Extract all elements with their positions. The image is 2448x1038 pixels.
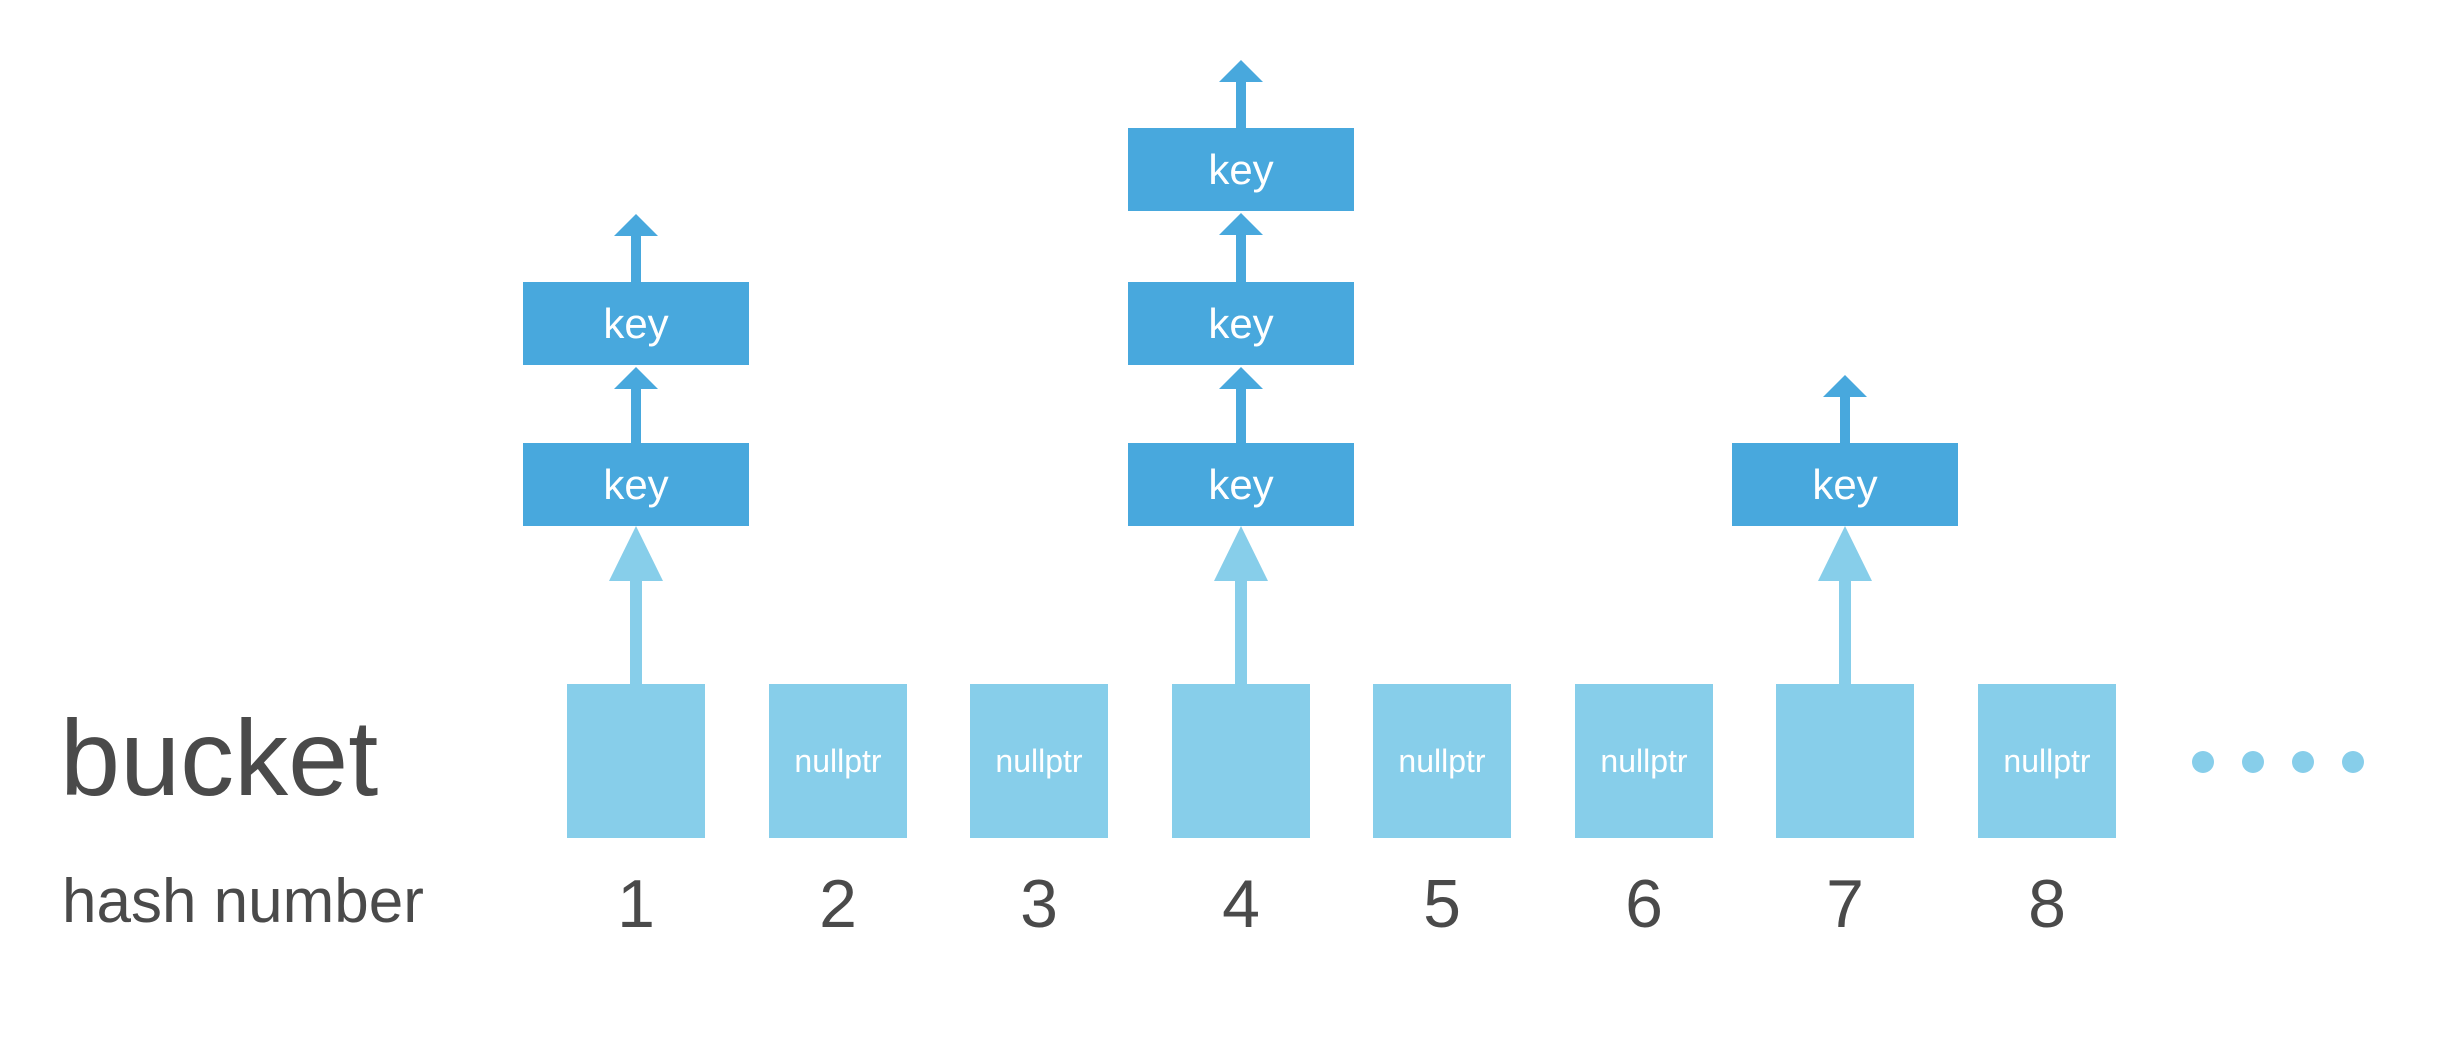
bucket-arrow-shaft bbox=[1235, 579, 1247, 684]
key-node: key bbox=[523, 443, 749, 526]
bucket-value: nullptr bbox=[995, 742, 1083, 779]
bucket-7 bbox=[1776, 684, 1914, 838]
bucket-5: nullptr bbox=[1373, 684, 1511, 838]
chain-arrow-shaft bbox=[1236, 388, 1246, 443]
hash-number-2: 2 bbox=[819, 866, 857, 942]
chain-arrow-head bbox=[1823, 375, 1867, 397]
chain-arrow-shaft bbox=[631, 235, 641, 282]
key-node: key bbox=[1128, 282, 1354, 365]
hash-number-3: 3 bbox=[1020, 866, 1058, 942]
bucket-arrow-shaft bbox=[1839, 579, 1851, 684]
hash-number-1: 1 bbox=[617, 866, 655, 942]
bucket-arrow-head bbox=[609, 526, 663, 581]
bucket-arrow-head bbox=[1818, 526, 1872, 581]
continuation-dot bbox=[2292, 751, 2314, 773]
hash-number-7: 7 bbox=[1826, 866, 1864, 942]
hash-number-8: 8 bbox=[2028, 866, 2066, 942]
key-node: key bbox=[523, 282, 749, 365]
bucket-value: nullptr bbox=[794, 742, 882, 779]
bucket-value: nullptr bbox=[2003, 742, 2091, 779]
chain-arrow-head bbox=[614, 214, 658, 236]
chain-arrow-shaft bbox=[1236, 234, 1246, 282]
bucket-value: nullptr bbox=[1600, 742, 1688, 779]
bucket-4 bbox=[1172, 684, 1310, 838]
bucket-8: nullptr bbox=[1978, 684, 2116, 838]
bucket-arrow-head bbox=[1214, 526, 1268, 581]
bucket-2: nullptr bbox=[769, 684, 907, 838]
bucket-3: nullptr bbox=[970, 684, 1108, 838]
chain-arrow-head bbox=[1219, 60, 1263, 82]
continuation-dot bbox=[2192, 751, 2214, 773]
continuation-dot bbox=[2342, 751, 2364, 773]
chain-arrow-shaft bbox=[631, 388, 641, 443]
chain-arrow-head bbox=[614, 367, 658, 389]
bucket-arrow-shaft bbox=[630, 579, 642, 684]
bucket-1 bbox=[567, 684, 705, 838]
hash-number-4: 4 bbox=[1222, 866, 1260, 942]
hash-number-6: 6 bbox=[1625, 866, 1663, 942]
bucket-value: nullptr bbox=[1398, 742, 1486, 779]
bucket-6: nullptr bbox=[1575, 684, 1713, 838]
bucket-label: bucket bbox=[60, 697, 379, 818]
hash-number-label: hash number bbox=[62, 867, 424, 936]
chain-arrow-head bbox=[1219, 213, 1263, 235]
key-node: key bbox=[1128, 128, 1354, 211]
hash-number-5: 5 bbox=[1423, 866, 1461, 942]
key-node: key bbox=[1732, 443, 1958, 526]
key-node: key bbox=[1128, 443, 1354, 526]
continuation-dot bbox=[2242, 751, 2264, 773]
chain-arrow-shaft bbox=[1236, 81, 1246, 128]
chain-arrow-head bbox=[1219, 367, 1263, 389]
chain-arrow-shaft bbox=[1840, 396, 1850, 443]
